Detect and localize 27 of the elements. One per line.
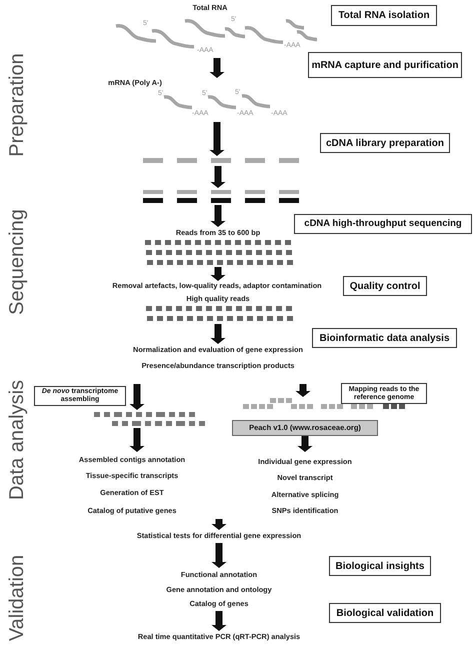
phase-label: Validation	[7, 554, 27, 642]
cdna-fragments-drawing	[140, 156, 300, 166]
block-arrow	[130, 428, 144, 452]
block-arrow	[212, 611, 226, 631]
block-arrow	[210, 58, 224, 78]
block-arrow	[212, 543, 226, 568]
block-arrow	[210, 324, 226, 344]
block-arrow	[296, 384, 310, 397]
step-label: Total RNA isolation	[331, 5, 437, 26]
step-label: Biological validation	[329, 603, 441, 623]
block-arrow	[212, 519, 226, 530]
step-label: mRNA capture and purification	[308, 52, 462, 78]
block-arrow	[210, 166, 226, 188]
double-strand-cdna-drawing	[140, 188, 300, 205]
step-label: cDNA high-throughput sequencing	[294, 214, 472, 234]
block-arrow	[298, 436, 312, 452]
step-label: Bioinformatic data analysis	[312, 328, 457, 348]
step-label: Biological insights	[329, 556, 431, 576]
step-label: cDNA library preparation	[320, 133, 450, 153]
phase-label: Data analysis	[7, 380, 27, 500]
block-arrow	[210, 205, 226, 227]
phase-label: Sequencing	[7, 209, 27, 315]
block-arrow	[210, 122, 224, 156]
block-arrow	[130, 384, 144, 410]
block-arrow	[210, 267, 226, 281]
phase-label: Preparation	[7, 53, 27, 157]
step-label: Quality control	[343, 276, 427, 296]
